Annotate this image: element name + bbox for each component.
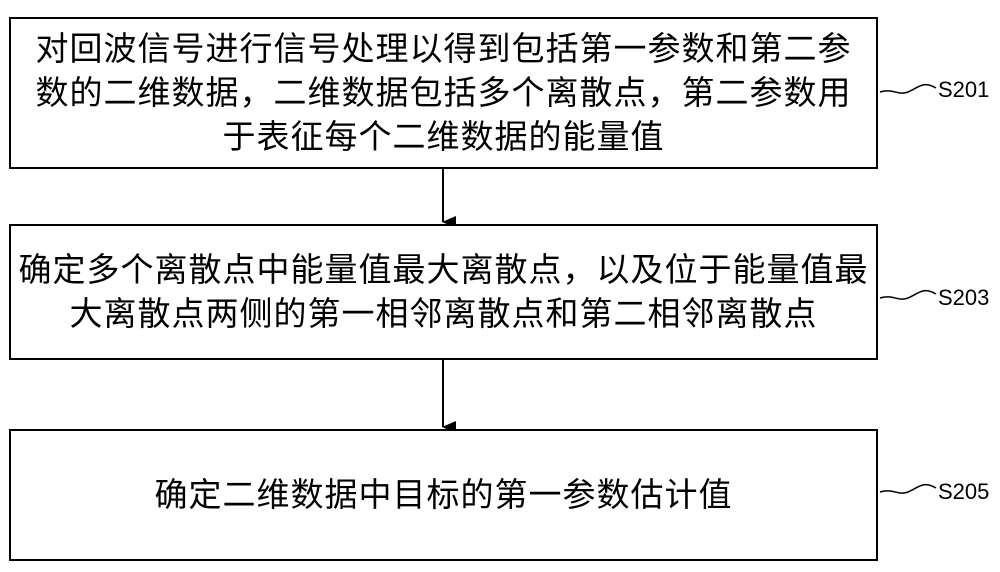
label-leader-s203	[879, 289, 937, 300]
step-text-s201: 对回波信号进行信号处理以得到包括第一参数和第二参数的二维数据，二维数据包括多个离…	[35, 29, 852, 156]
label-leader-s201	[879, 83, 937, 94]
step-box-s201: 对回波信号进行信号处理以得到包括第一参数和第二参数的二维数据，二维数据包括多个离…	[9, 17, 878, 169]
step-box-s203: 确定多个离散点中能量值最大离散点，以及位于能量值最大离散点两侧的第一相邻离散点和…	[9, 224, 878, 360]
step-text-s205: 确定二维数据中目标的第一参数估计值	[154, 475, 733, 514]
step-text-s203: 确定多个离散点中能量值最大离散点，以及位于能量值最大离散点两侧的第一相邻离散点和…	[18, 250, 869, 333]
step-label-s201: S201	[938, 77, 990, 102]
step-label-s205: S205	[938, 479, 990, 504]
label-leader-s205	[879, 483, 937, 494]
step-box-s205: 确定二维数据中目标的第一参数估计值	[9, 429, 878, 561]
step-label-s203: S203	[938, 285, 990, 310]
